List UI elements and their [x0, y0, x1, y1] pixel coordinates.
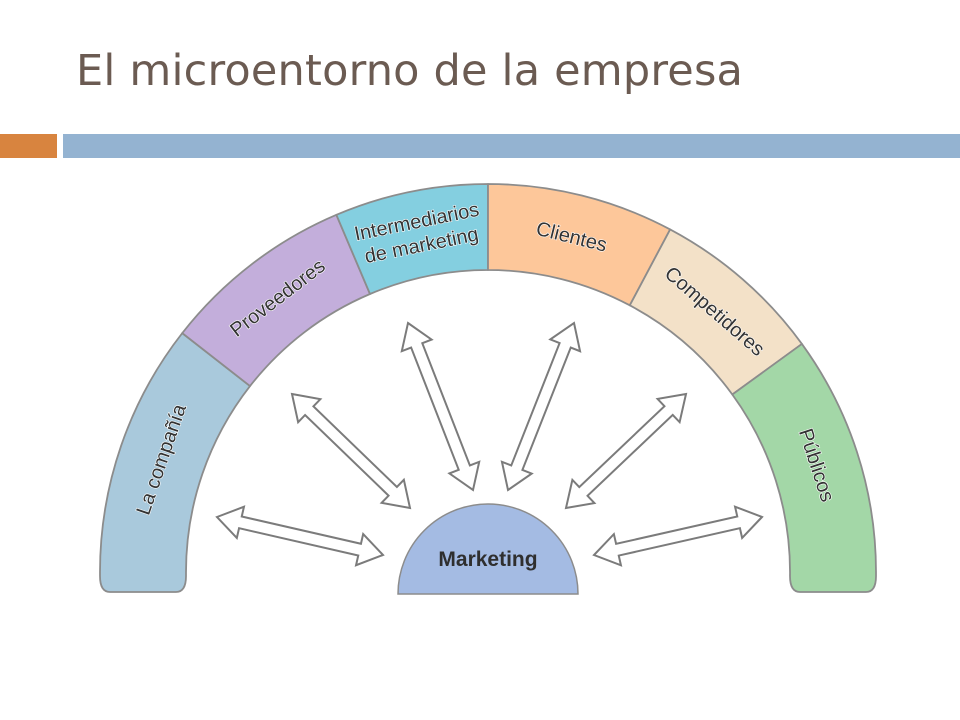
double-arrow-icon — [592, 505, 764, 567]
slide-title: El microentorno de la empresa — [76, 46, 744, 96]
double-arrow-icon — [500, 321, 582, 492]
marketing-semicircle — [397, 503, 579, 595]
double-arrow-icon — [290, 392, 412, 510]
arrows-layer — [215, 321, 764, 567]
double-arrow-icon — [400, 321, 481, 492]
segment-shape — [731, 343, 877, 593]
segment-shape — [99, 332, 251, 593]
center-layer: Marketing — [397, 503, 579, 595]
double-arrow-icon — [564, 392, 688, 510]
accent-bar-left — [0, 134, 57, 158]
accent-bar-right — [63, 134, 960, 158]
double-arrow-icon — [215, 505, 385, 567]
marketing-label: Marketing — [438, 548, 537, 571]
